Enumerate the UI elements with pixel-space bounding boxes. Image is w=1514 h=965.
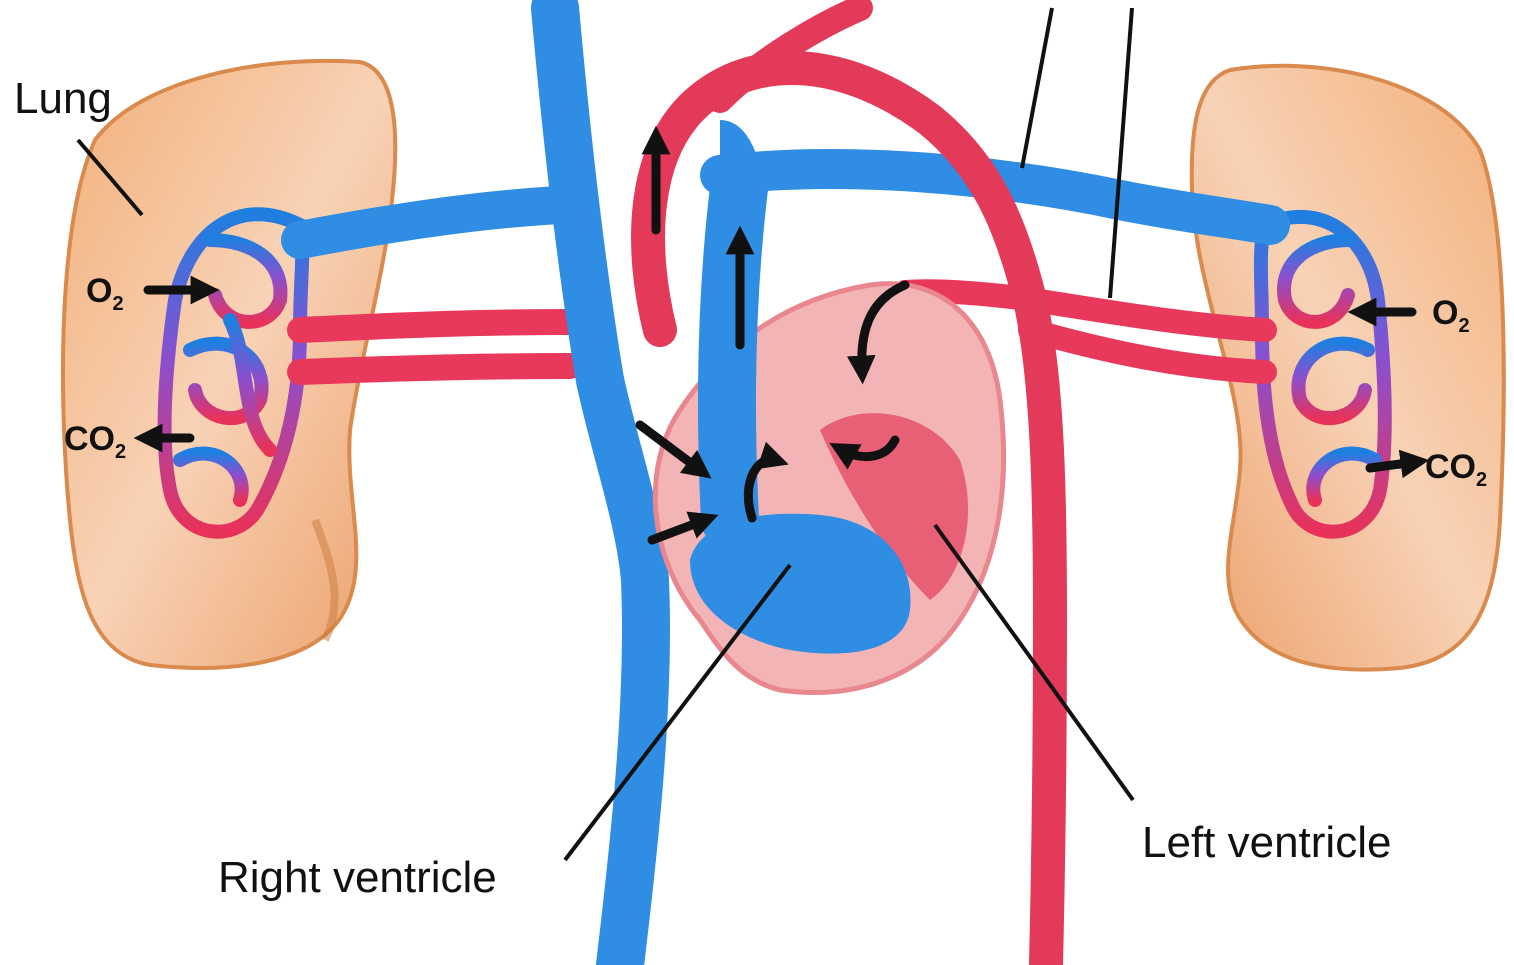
- o2-left-label: O2: [86, 272, 124, 316]
- vena-cava: [555, 8, 646, 965]
- co2-left-label: CO2: [64, 420, 126, 464]
- vessel-leader-line-2: [1110, 8, 1132, 298]
- vessel-leader-line-1: [1022, 8, 1052, 168]
- right-ventricle-label: Right ventricle: [218, 853, 497, 903]
- co2-right-label: CO2: [1425, 448, 1487, 492]
- lung-label: Lung: [14, 74, 112, 124]
- co2-right-arrow: [1370, 462, 1415, 468]
- right-ventricle-leader-line: [565, 565, 790, 860]
- heart: [655, 140, 1003, 692]
- o2-right-label: O2: [1432, 294, 1470, 338]
- pulmonary-arteries: [300, 169, 1270, 240]
- left-ventricle-label: Left ventricle: [1142, 818, 1391, 868]
